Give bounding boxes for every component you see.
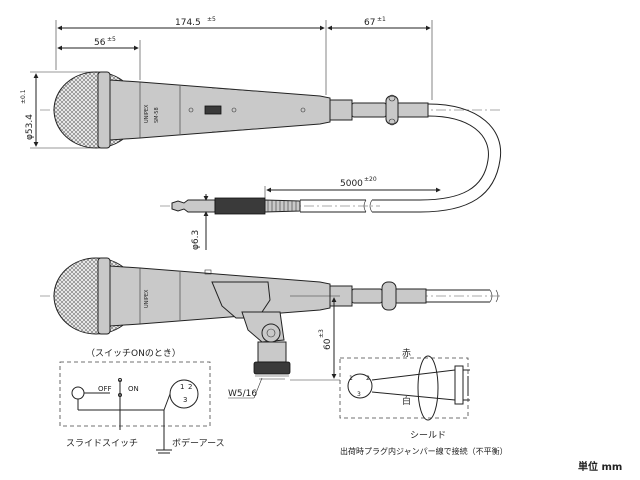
dim-thread: W5/16 — [228, 389, 257, 399]
dim-holder-tol: ±3 — [318, 329, 325, 338]
top-model-text: UNIPEX — [144, 104, 150, 123]
dim-diameter: φ53.4 — [25, 114, 35, 140]
slide-switch-label: スライドスイッチ — [66, 438, 138, 449]
capsule-symbol — [71, 386, 85, 400]
xlr-wiring-symbol — [347, 373, 373, 399]
top-dimensions: 174.5 ±5 67 ±1 56 ±5 φ53.4 ±0.1 5000 ±20… — [20, 16, 441, 250]
phone-plug — [160, 197, 380, 215]
side-model-text: UNIPEX — [144, 289, 150, 308]
switch-schematic: （スイッチONのとき） OFF ON 1 2 3 スライドスイッチ ボデーアース — [59, 348, 225, 454]
side-dimensions: 60 ±3 W5/16 — [228, 295, 340, 399]
top-view-mic: UNIPEX SM-58 — [40, 71, 502, 215]
unit-label: 単位 mm — [578, 460, 622, 473]
wire-pin-1: 1 — [349, 375, 353, 382]
wire-white-label: 白 — [402, 395, 411, 407]
switch-box — [59, 361, 211, 427]
plug-grip — [214, 197, 266, 215]
dim-connector-tol: ±1 — [377, 16, 386, 23]
cable-shield-symbol — [417, 355, 439, 421]
top-grille-ring — [97, 71, 111, 149]
switch-off-label: OFF — [98, 385, 112, 393]
top-brand-text: SM-58 — [154, 107, 160, 123]
dim-connector: 67 — [364, 18, 375, 28]
holder-knob — [261, 323, 281, 343]
dim-overall: 174.5 — [175, 18, 201, 28]
dim-cable-tol: ±20 — [364, 176, 377, 183]
dim-cable: 5000 — [340, 179, 363, 189]
switch-pin-2: 2 — [188, 383, 192, 391]
shield-label: シールド — [410, 431, 446, 441]
wiring-schematic: 赤 1 2 3 白 シールド 出荷時プラグ内ジャンパー線で接続（不平衡） — [339, 348, 508, 456]
body-earth-label: ボデーアース — [172, 437, 225, 449]
switch-on-label: ON — [128, 385, 139, 393]
wire-pin-3: 3 — [357, 391, 361, 398]
dim-diameter-tol: ±0.1 — [20, 89, 27, 104]
dim-head: 56 — [94, 38, 106, 48]
wiring-box — [339, 357, 469, 419]
dim-plug: φ6.3 — [191, 230, 201, 250]
dim-head-tol: ±5 — [107, 36, 116, 43]
top-connector — [329, 99, 353, 121]
dim-overall-tol: ±5 — [207, 16, 216, 23]
dim-holder: 60 — [323, 338, 333, 350]
side-grille-ring — [97, 257, 111, 335]
side-view-mic: UNIPEX — [40, 257, 500, 380]
holder-mount — [253, 361, 291, 375]
top-switch — [204, 105, 222, 115]
cable-bottom — [372, 115, 489, 201]
jumper-note: 出荷時プラグ内ジャンパー線で接続（不平衡） — [340, 446, 508, 456]
switch-title: （スイッチONのとき） — [86, 348, 181, 359]
top-connector-nut — [385, 95, 399, 125]
switch-pin-1: 1 — [180, 383, 184, 391]
wire-pin-2: 2 — [366, 375, 370, 382]
side-connector-nut — [381, 281, 397, 311]
switch-pin-3: 3 — [183, 396, 187, 404]
wire-red-label: 赤 — [402, 348, 411, 359]
cable-top — [372, 103, 502, 213]
